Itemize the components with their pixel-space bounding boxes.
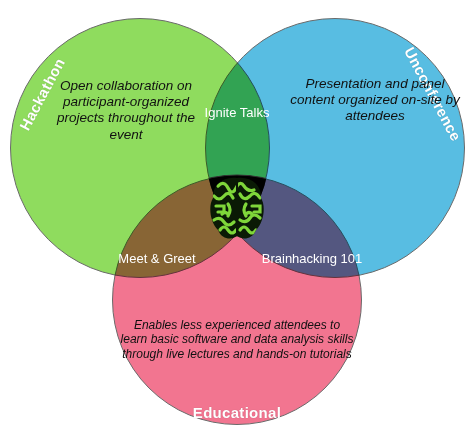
triple-overlap — [112, 175, 362, 425]
overlap-label: Brainhacking 101 — [262, 251, 362, 266]
overlap-label: Meet & Greet — [118, 251, 195, 266]
circle-description: Enables less experienced attendees to le… — [120, 318, 354, 361]
circle-description: Presentation and panel content organized… — [289, 76, 461, 125]
circle-outline — [113, 176, 362, 425]
circle-heading: Educational — [193, 404, 281, 421]
overlap-label: Ignite Talks — [205, 105, 270, 120]
circle-description: Open collaboration on participant-organi… — [42, 78, 210, 143]
